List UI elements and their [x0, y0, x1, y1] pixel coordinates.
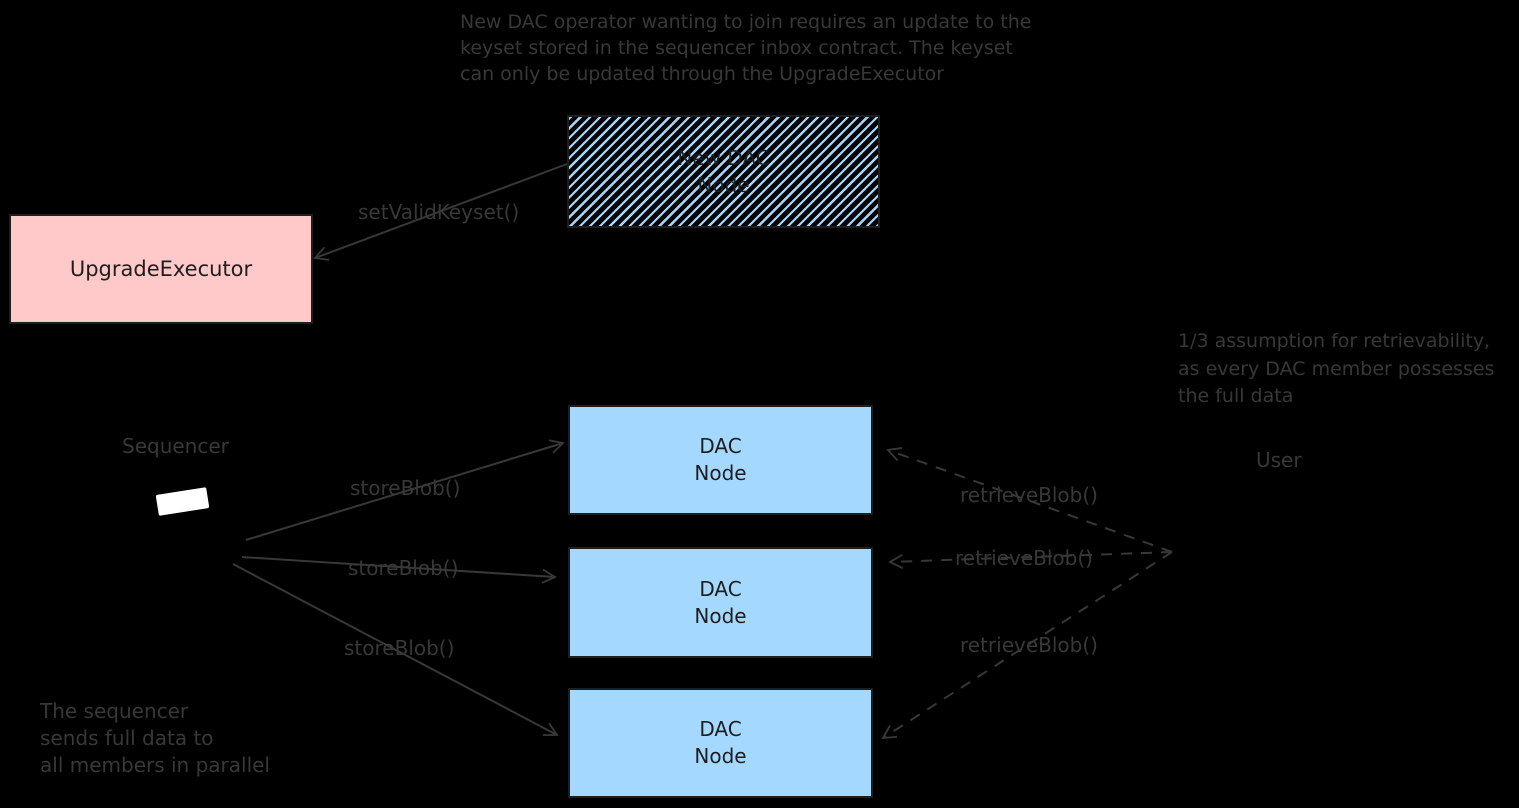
note-line: 1/3 assumption for retrievability, [1178, 330, 1491, 352]
box-label-line: Node [697, 172, 750, 197]
arrow-retrieve-blob-1 [886, 447, 1173, 553]
arrow-retrieve-blob-2 [888, 551, 1173, 570]
note-retrievability: 1/3 assumption for retrievability, as ev… [1178, 328, 1494, 411]
arrow-retrieve-blob-3 [881, 551, 1173, 740]
box-dac-node-1: DAC Node [568, 405, 873, 515]
box-upgrade-executor: UpgradeExecutor [9, 214, 313, 324]
label-user: User [1256, 448, 1302, 472]
note-line: New DAC operator wanting to join require… [460, 11, 1032, 33]
arrow-set-valid-keyset [313, 163, 568, 261]
label-retrieve-blob-2: retrieveBlob() [955, 546, 1093, 570]
label-retrieve-blob-3: retrieveBlob() [960, 633, 1098, 657]
box-label-line: DAC [699, 434, 742, 458]
label-store-blob-1: storeBlob() [350, 476, 461, 500]
box-label-line: Node [694, 461, 747, 485]
label-sequencer: Sequencer [122, 434, 229, 458]
box-dac-node-2: DAC Node [568, 547, 873, 658]
box-label-line: Node [694, 744, 747, 768]
box-label-line: Node [694, 603, 747, 628]
box-label: UpgradeExecutor [69, 256, 253, 281]
label-store-blob-3: storeBlob() [344, 636, 455, 660]
note-line: sends full data to [40, 726, 214, 750]
arrow-store-blob-1 [245, 439, 565, 541]
box-dac-node-3: DAC Node [568, 688, 873, 798]
label-store-blob-2: storeBlob() [348, 556, 459, 580]
box-label-line: DAC [699, 717, 742, 741]
box-new-dac-node: New DAC Node [567, 115, 880, 228]
arrow-store-blob-3 [232, 563, 559, 736]
box-label-line: DAC [699, 576, 742, 601]
note-line: all members in parallel [40, 753, 270, 777]
note-line: as every DAC member possesses [1178, 357, 1495, 380]
box-label-line: New DAC [677, 145, 770, 170]
note-line: The sequencer [40, 699, 189, 723]
note-line: can only be updated through the UpgradeE… [460, 63, 945, 85]
label-set-valid-keyset: setValidKeyset() [358, 200, 520, 224]
note-keyset-update: New DAC operator wanting to join require… [460, 9, 1031, 87]
arrow-store-blob-2 [241, 556, 557, 584]
note-line: keyset stored in the sequencer inbox con… [460, 37, 1013, 59]
note-line: the full data [1178, 385, 1294, 407]
label-retrieve-blob-1: retrieveBlob() [960, 483, 1098, 507]
note-sequencer-parallel: The sequencer sends full data to all mem… [40, 698, 270, 779]
